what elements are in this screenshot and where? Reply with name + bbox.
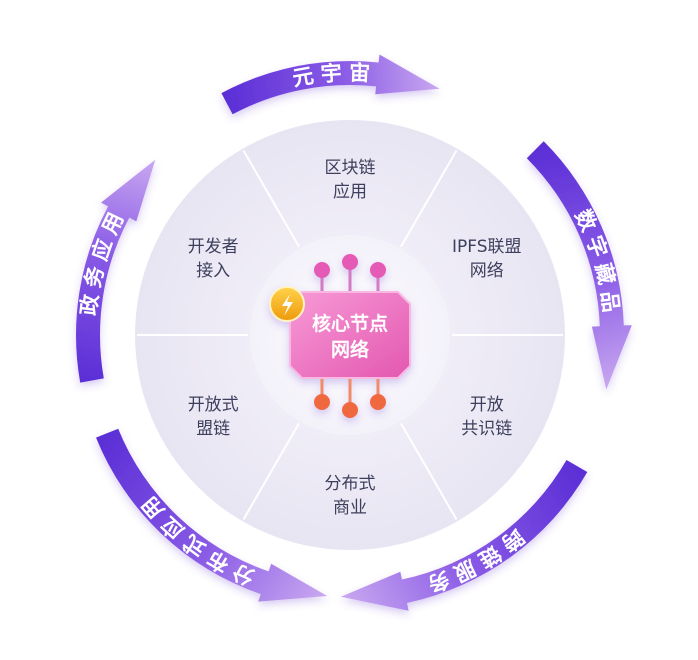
core-label-line2: 网络 — [331, 338, 369, 361]
node-top — [342, 254, 358, 270]
node-bottom — [314, 394, 330, 410]
node-bottom — [342, 402, 358, 418]
segment-label-line2: 商业 — [333, 498, 367, 518]
segment-label-line2: 网络 — [470, 261, 504, 281]
arrow-label-char: 藏 — [591, 261, 619, 288]
segment-label-line1: 分布式 — [325, 474, 376, 494]
lightning-icon — [282, 294, 293, 316]
core-chip: 核心节点 网络 — [269, 254, 411, 418]
cycle-arrow — [96, 428, 328, 602]
segment-dividers — [137, 150, 563, 520]
segment-label-line2: 盟链 — [196, 419, 230, 439]
cycle-arrow — [221, 54, 440, 115]
arrow-label-char: 宇 — [320, 61, 344, 86]
segment-label-line2: 共识链 — [461, 419, 512, 439]
segment-label-line1: 开放式 — [188, 395, 239, 415]
segment-divider — [400, 150, 458, 248]
segment-divider — [242, 150, 300, 248]
arrow-label-char: 宙 — [349, 61, 372, 86]
core-chip-body — [289, 291, 411, 379]
segment-label-line1: 开发者 — [188, 237, 239, 257]
node-top — [370, 262, 386, 278]
arrow-label-char: 务 — [80, 263, 108, 290]
segment-divider — [242, 422, 300, 520]
segment-divider — [400, 422, 458, 520]
segment-label-line1: 开放 — [470, 395, 504, 415]
cycle-arrow — [76, 159, 156, 383]
arrow-label-char: 品 — [597, 290, 624, 315]
segment-label-line1: IPFS联盟 — [452, 237, 522, 257]
core-label-line1: 核心节点 — [312, 312, 388, 335]
segment-label-line2: 应用 — [333, 182, 367, 202]
segment-label-line1: 区块链 — [325, 158, 376, 178]
segment-label-line2: 接入 — [196, 261, 230, 281]
node-top — [314, 262, 330, 278]
arrow-label-char: 政 — [77, 292, 103, 317]
cycle-arrow — [526, 141, 632, 390]
arrow-label-char: 元 — [291, 63, 317, 91]
node-bottom — [370, 394, 386, 410]
cycle-arrow — [340, 460, 588, 611]
